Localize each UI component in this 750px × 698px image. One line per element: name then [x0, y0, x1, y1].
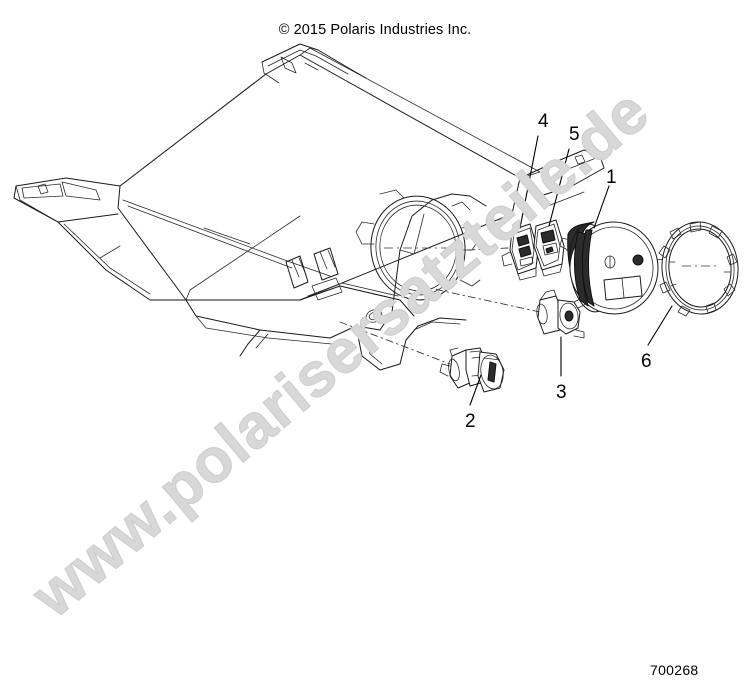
- leader-5: [548, 148, 570, 227]
- part-ignition-switch: [439, 347, 505, 393]
- part-power-outlet: [536, 289, 587, 339]
- leader-2: [469, 374, 482, 406]
- copyright-notice: © 2015 Polaris Industries Inc.: [278, 22, 472, 38]
- dashboard-panel: [13, 43, 605, 371]
- callout-5: 5: [569, 124, 580, 145]
- diagram-part-number: 700268: [650, 662, 699, 678]
- callout-2: 2: [465, 411, 476, 432]
- callout-1: 1: [606, 167, 617, 188]
- part-rocker-switches: [501, 219, 565, 281]
- part-gauge-cluster: [559, 221, 659, 315]
- callout-6: 6: [641, 351, 652, 372]
- callout-3: 3: [556, 382, 567, 403]
- leader-1: [593, 185, 610, 229]
- callout-leader-lines: [469, 135, 673, 406]
- leader-4: [519, 135, 539, 229]
- part-bezel-ring: [658, 221, 739, 317]
- leader-6: [647, 305, 673, 346]
- callout-4: 4: [538, 111, 549, 132]
